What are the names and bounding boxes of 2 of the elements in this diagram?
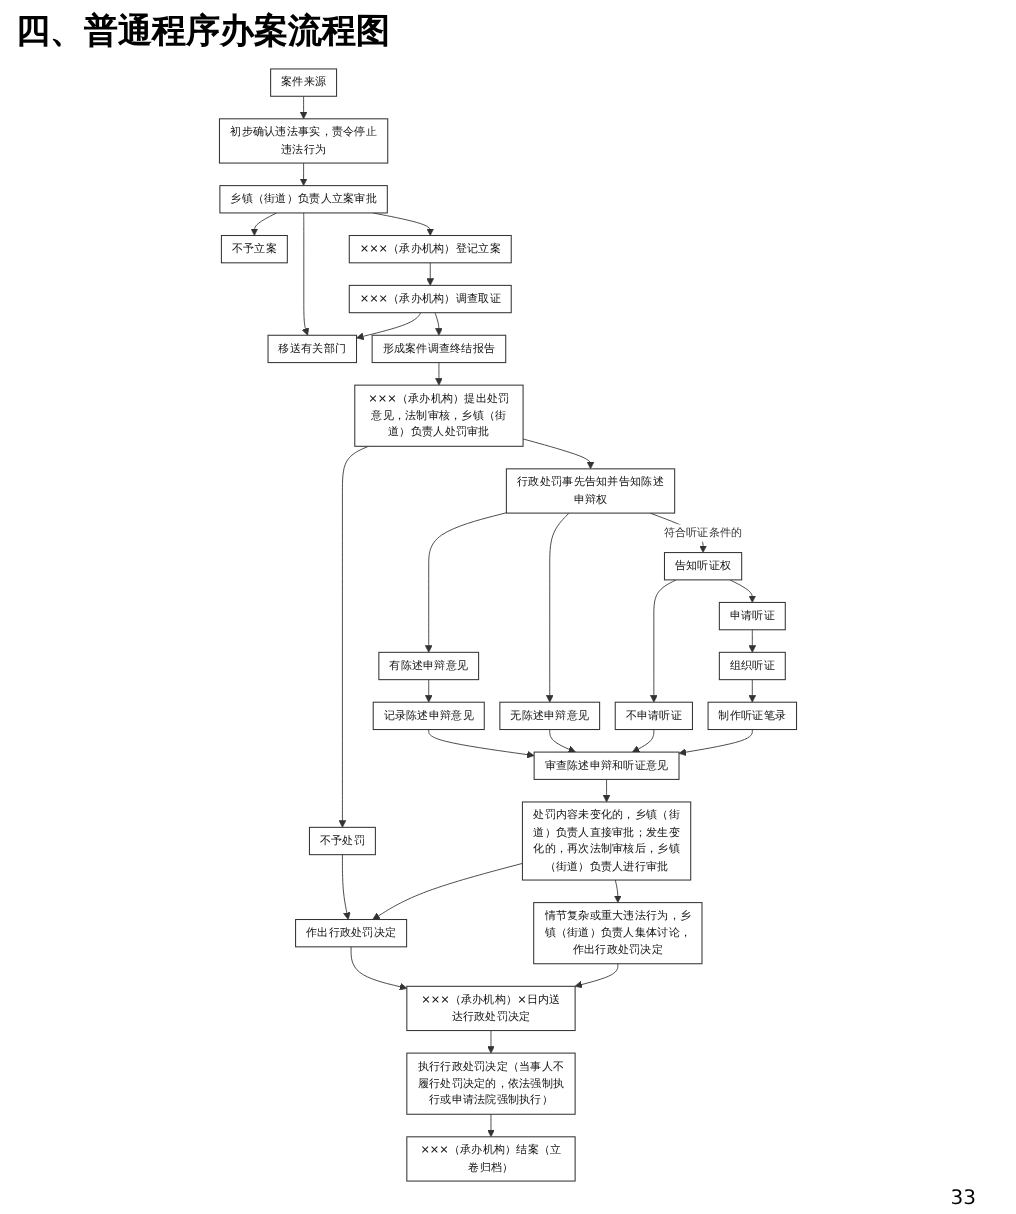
page-number: 33 xyxy=(950,1188,976,1210)
diagram-title: 四、普通程序办案流程图 xyxy=(14,10,392,56)
